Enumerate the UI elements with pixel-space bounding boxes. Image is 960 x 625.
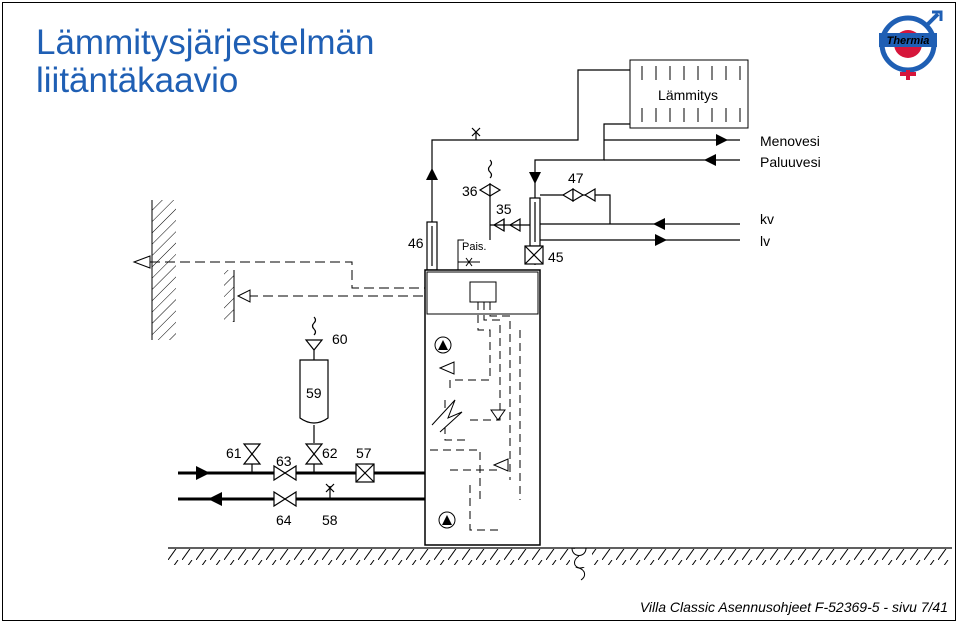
label-63: 63: [276, 453, 292, 469]
label-57: 57: [356, 445, 372, 461]
label-46: 46: [408, 235, 424, 251]
title-line-1: Lämmitysjärjestelmän: [36, 23, 375, 62]
label-58: 58: [322, 512, 338, 528]
label-59: 59: [306, 385, 322, 401]
brine-pipes: [178, 471, 425, 501]
label-36: 36: [462, 183, 478, 199]
label-45: 45: [548, 249, 564, 265]
label-return: Paluuvesi: [760, 154, 821, 170]
brine-arrows: [196, 466, 222, 506]
label-supply: Menovesi: [760, 133, 820, 149]
label-60: 60: [332, 331, 348, 347]
label-hot-water: lv: [760, 233, 770, 249]
label-61: 61: [226, 445, 242, 461]
thermia-logo: Thermia: [879, 10, 943, 80]
label-47: 47: [568, 170, 584, 186]
label-64: 64: [276, 512, 292, 528]
indoor-wall: [224, 270, 251, 322]
safety-valve-36: [471, 127, 502, 240]
radiator: Lämmitys: [629, 59, 749, 129]
sensor-lines: [150, 261, 425, 297]
floor: [168, 547, 952, 581]
check-valve-35: [490, 217, 535, 233]
label-62: 62: [322, 445, 338, 461]
label-expansion: Pais.: [462, 241, 486, 253]
expansion-vessel-59: [299, 316, 329, 443]
filters: [426, 197, 544, 271]
expansion-connection: [457, 239, 480, 270]
label-cold-water: kv: [760, 211, 774, 227]
brand-name: Thermia: [887, 35, 930, 47]
valve-47: [561, 187, 596, 203]
radiator-label: Lämmitys: [658, 87, 718, 103]
title-line-2: liitäntäkaavio: [36, 61, 239, 100]
diagram-labels: Menovesi Paluuvesi kv lv 46 36 35 47 45 …: [226, 133, 821, 528]
heat-pump-unit: [424, 269, 541, 546]
label-35: 35: [496, 201, 512, 217]
page-title: Lämmitysjärjestelmän liitäntäkaavio: [36, 24, 374, 100]
flow-arrows: [426, 134, 728, 246]
page-footer: Villa Classic Asennusohjeet F-52369-5 - …: [639, 599, 948, 615]
brine-valves: [242, 443, 375, 508]
outdoor-wall: [132, 200, 176, 340]
